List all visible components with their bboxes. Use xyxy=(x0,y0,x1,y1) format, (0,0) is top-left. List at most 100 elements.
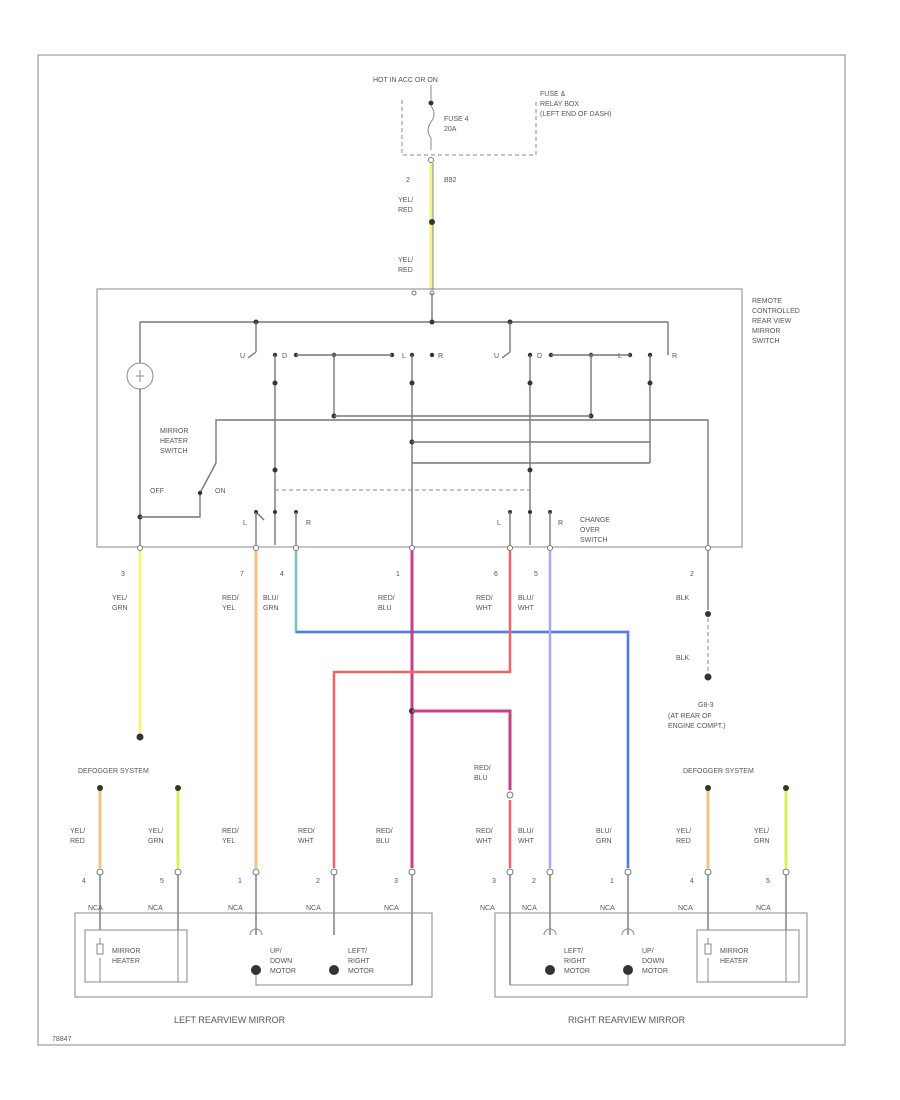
heater-off: OFF xyxy=(150,488,164,495)
fuse-rating: 20A xyxy=(444,126,457,133)
rm-p1-num: 1 xyxy=(610,878,614,885)
lm-p2-num: 2 xyxy=(316,878,320,885)
wire-blu-grn xyxy=(296,630,630,868)
left-def-dot-2 xyxy=(175,785,181,791)
rm-p3-color-a: RED/ xyxy=(476,828,493,835)
lm-p3-num: 3 xyxy=(394,878,398,885)
lm-nca-5: NCA xyxy=(384,905,399,912)
lm-p5-num: 5 xyxy=(160,878,164,885)
pin3-color-a: YEL/ xyxy=(112,595,127,602)
heater-to-lamp xyxy=(140,495,201,518)
rm-p3-num: 3 xyxy=(492,878,496,885)
left-mirror-title: LEFT REARVIEW MIRROR xyxy=(174,1015,286,1025)
blk-splice xyxy=(705,611,711,617)
left-lr-motor-icon xyxy=(329,965,339,975)
feed-color-1b: RED xyxy=(398,207,413,214)
left-mirror-box xyxy=(74,912,433,998)
lm-p2-color-a: RED/ xyxy=(298,828,315,835)
node-r4 xyxy=(527,467,533,473)
feed-connector-id: B92 xyxy=(444,177,457,184)
left-def-dot-1 xyxy=(97,785,103,791)
right-heater-box xyxy=(696,929,800,983)
pin5-color-b: WHT xyxy=(518,605,535,612)
switch-pin-4 xyxy=(293,545,299,551)
rm-pin-3 xyxy=(506,868,514,876)
ground-loc-2: ENGINE COMPT.) xyxy=(668,723,726,730)
fuse-label: FUSE 4 xyxy=(444,116,469,123)
rm-pin-1 xyxy=(624,868,632,876)
fuse-out-pin xyxy=(428,157,434,163)
fuse-box-line3: (LEFT END OF DASH) xyxy=(540,111,611,118)
rm-pin-5 xyxy=(782,868,790,876)
right-lr-3: MOTOR xyxy=(564,968,590,975)
pin6-color-b: WHT xyxy=(476,605,493,612)
left-ud-arrow xyxy=(249,928,263,936)
left-lr-3: MOTOR xyxy=(348,968,374,975)
pin5-num: 5 xyxy=(534,571,538,578)
rm-p2-color-a: BLU/ xyxy=(518,828,534,835)
feed-node xyxy=(428,100,434,106)
left-ud-1: UP/ xyxy=(270,948,282,955)
lamp-filament xyxy=(136,370,144,382)
co-left-l: L xyxy=(243,520,247,527)
right-ud-3: MOTOR xyxy=(642,968,668,975)
co-left-c2 xyxy=(273,510,277,514)
rm-p2-num: 2 xyxy=(532,878,536,885)
pin4-color-a: BLU/ xyxy=(263,595,279,602)
right-sel-u: U xyxy=(494,353,499,360)
pin1-color-b: BLU xyxy=(378,605,392,612)
rm-p5-color-b: GRN xyxy=(754,838,770,845)
pin6-color-a: RED/ xyxy=(476,595,493,602)
rm-nca-4: NCA xyxy=(678,905,693,912)
left-heater-loop xyxy=(99,930,179,983)
pin7-color-a: RED/ xyxy=(222,595,239,602)
feed-color-2a: YEL/ xyxy=(398,257,413,264)
node-l1 xyxy=(272,380,278,386)
right-motor-common xyxy=(510,975,629,986)
lm-p5-color-b: GRN xyxy=(148,838,164,845)
power-source-label: HOT IN ACC OR ON xyxy=(373,77,438,84)
left-sel-blade xyxy=(247,351,257,359)
rm-p3-color-b: WHT xyxy=(476,838,493,845)
left-ud-2: DOWN xyxy=(270,958,292,965)
pin6-num: 6 xyxy=(494,571,498,578)
rm-pin-2 xyxy=(546,868,554,876)
right-ud-1: UP/ xyxy=(642,948,654,955)
wire-red-blu-branch xyxy=(412,709,512,790)
fuse-box-outline xyxy=(401,100,537,156)
switch-name-1: REMOTE xyxy=(752,298,782,305)
left-ud-3: MOTOR xyxy=(270,968,296,975)
rm-p2-color-b: WHT xyxy=(518,838,535,845)
right-heater-icon xyxy=(704,938,712,955)
rm-p1-color-a: BLU/ xyxy=(596,828,612,835)
pin1-num: 1 xyxy=(396,571,400,578)
switch-name-2: CONTROLLED xyxy=(752,308,800,315)
rm-p4-color-b: RED xyxy=(676,838,691,845)
heater-switch-1: MIRROR xyxy=(160,428,188,435)
blk-label-1: BLK xyxy=(676,595,690,602)
switch-name-4: MIRROR xyxy=(752,328,780,335)
rm-p4-color-a: YEL/ xyxy=(676,828,691,835)
lm-p4-color-a: YEL/ xyxy=(70,828,85,835)
pin1-color-a: RED/ xyxy=(378,595,395,602)
pin7-num: 7 xyxy=(240,571,244,578)
heater-blade xyxy=(199,462,217,494)
co-right-l: L xyxy=(497,520,501,527)
rm-p4-num: 4 xyxy=(690,878,694,885)
lm-p1-num: 1 xyxy=(238,878,242,885)
left-heater-2: HEATER xyxy=(112,958,140,965)
rm-nca-3: NCA xyxy=(600,905,615,912)
rm-pin-4 xyxy=(704,868,712,876)
lm-p1-color-b: YEL xyxy=(222,838,235,845)
left-sel-l: L xyxy=(402,353,406,360)
lm-pin-1 xyxy=(252,868,260,876)
node-r1 xyxy=(527,380,533,386)
left-defogger-label: DEFOGGER SYSTEM xyxy=(78,768,149,775)
fuse-box-line2: RELAY BOX xyxy=(540,101,579,108)
contact-l6 xyxy=(429,352,435,358)
right-sel-blade xyxy=(501,351,511,359)
co-right-c2 xyxy=(528,510,532,514)
node-l5 xyxy=(272,467,278,473)
ground-point-icon xyxy=(704,673,712,681)
